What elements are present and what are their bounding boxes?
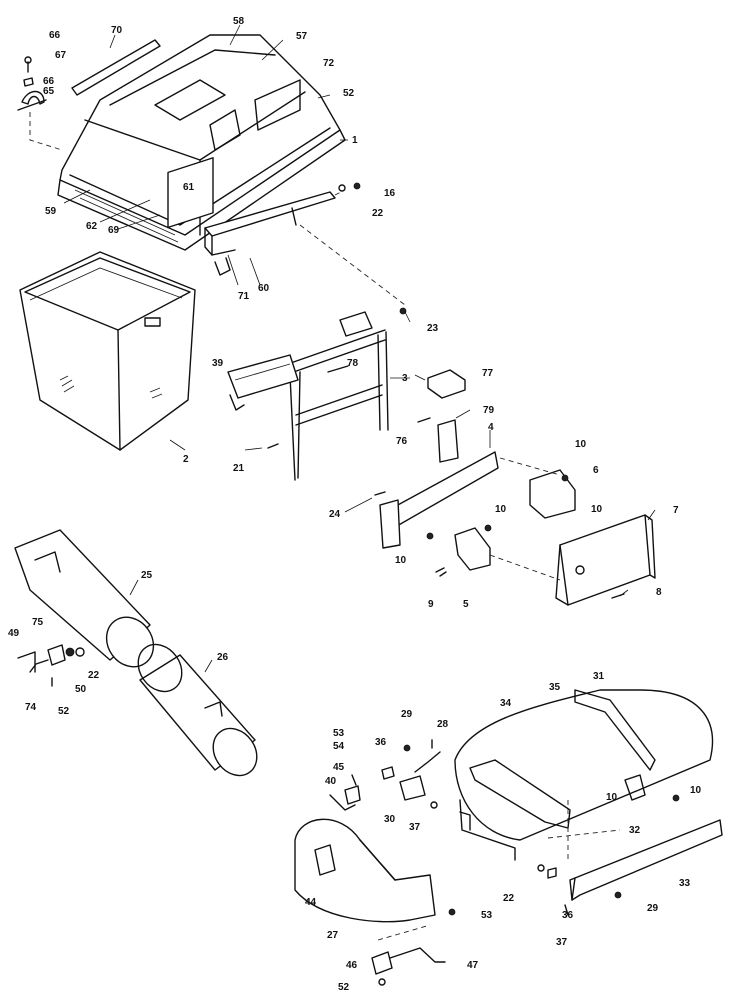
- callout-1: 1: [352, 135, 358, 146]
- bracket-33: [569, 819, 723, 901]
- callout-74: 74: [25, 702, 37, 713]
- callout-10c: 10: [395, 555, 407, 566]
- callout-66b: 66: [43, 76, 55, 87]
- callout-9: 9: [428, 599, 434, 610]
- callout-66a: 66: [49, 30, 61, 41]
- callout-53a: 53: [333, 728, 345, 739]
- callout-8: 8: [656, 587, 662, 598]
- callout-32: 32: [629, 825, 641, 836]
- callout-69: 69: [108, 225, 120, 236]
- callout-45: 45: [333, 762, 345, 773]
- hood-latch-parts: [17, 56, 63, 151]
- callout-61: 61: [183, 182, 195, 193]
- callout-25: 25: [141, 570, 153, 581]
- callout-77: 77: [482, 368, 494, 379]
- callout-37a: 37: [409, 822, 421, 833]
- callout-40: 40: [325, 776, 337, 787]
- chute-27: [294, 818, 436, 923]
- latch-parts-bottom: [371, 908, 456, 986]
- callout-72: 72: [323, 58, 335, 69]
- callout-39: 39: [212, 358, 224, 369]
- callout-79: 79: [483, 405, 495, 416]
- callout-22b: 22: [88, 670, 100, 681]
- grass-bag: [19, 251, 196, 451]
- callout-50: 50: [75, 684, 87, 695]
- callout-57: 57: [296, 31, 308, 42]
- callout-26: 26: [217, 652, 229, 663]
- callout-5: 5: [463, 599, 469, 610]
- callout-75: 75: [32, 617, 44, 628]
- callout-60: 60: [258, 283, 270, 294]
- callout-54: 54: [333, 741, 345, 752]
- callout-6: 6: [593, 465, 599, 476]
- callout-10a: 10: [575, 439, 587, 450]
- leader-lines: [63, 24, 656, 673]
- block-77: [427, 369, 466, 399]
- plate-4: [374, 451, 499, 549]
- callout-29a: 29: [401, 709, 413, 720]
- callout-53b: 53: [481, 910, 493, 921]
- callout-2: 2: [183, 454, 189, 465]
- latch-parts-left: [17, 644, 85, 687]
- callout-10f: 10: [606, 792, 618, 803]
- callout-37b: 37: [556, 937, 568, 948]
- callout-10b: 10: [495, 504, 507, 515]
- callout-22a: 22: [372, 208, 384, 219]
- callout-21: 21: [233, 463, 245, 474]
- tube-26: [137, 643, 258, 777]
- callout-7: 7: [673, 505, 679, 516]
- discharge-chute-25: [14, 529, 155, 668]
- callout-49: 49: [8, 628, 20, 639]
- callout-28: 28: [437, 719, 449, 730]
- bracket-5: [454, 527, 491, 571]
- pivot-parts: [329, 739, 441, 811]
- callout-22c: 22: [503, 893, 515, 904]
- bracket-6: [529, 469, 576, 519]
- callout-3: 3: [402, 373, 408, 384]
- callout-46: 46: [346, 960, 358, 971]
- callout-58: 58: [233, 16, 245, 27]
- callout-70: 70: [111, 25, 123, 36]
- callout-30: 30: [384, 814, 396, 825]
- callout-52c: 52: [338, 982, 350, 993]
- strip-70: [71, 39, 161, 96]
- callout-47: 47: [467, 960, 479, 971]
- callout-62: 62: [86, 221, 98, 232]
- callout-33: 33: [679, 878, 691, 889]
- bracket-79: [437, 419, 459, 463]
- callout-78: 78: [347, 358, 359, 369]
- callout-10d: 10: [591, 504, 603, 515]
- callout-44: 44: [305, 897, 317, 908]
- callout-59: 59: [45, 206, 57, 217]
- mower-deck: [454, 689, 714, 861]
- callout-27: 27: [327, 930, 339, 941]
- callout-67: 67: [55, 50, 67, 61]
- hood-assembly: [57, 34, 346, 251]
- callout-52b: 52: [58, 706, 70, 717]
- frame-assembly: [227, 307, 407, 481]
- hinge-bracket: [204, 182, 406, 306]
- frame-7: [489, 457, 656, 606]
- callout-29b: 29: [647, 903, 659, 914]
- callout-24: 24: [329, 509, 341, 520]
- callout-36a: 36: [375, 737, 387, 748]
- callout-52a: 52: [343, 88, 355, 99]
- callout-36b: 36: [562, 910, 574, 921]
- callout-35: 35: [549, 682, 561, 693]
- callout-34: 34: [500, 698, 512, 709]
- callout-76: 76: [396, 436, 408, 447]
- callout-10e: 10: [690, 785, 702, 796]
- callout-65: 65: [43, 86, 55, 97]
- callout-31: 31: [593, 671, 605, 682]
- callout-71: 71: [238, 291, 250, 302]
- callout-labels: 1 2 3 4 5 6 7 8 9 10 10 10 10 10 10 16 2…: [8, 16, 702, 993]
- callout-4: 4: [488, 422, 494, 433]
- callout-23: 23: [427, 323, 439, 334]
- callout-16: 16: [384, 188, 396, 199]
